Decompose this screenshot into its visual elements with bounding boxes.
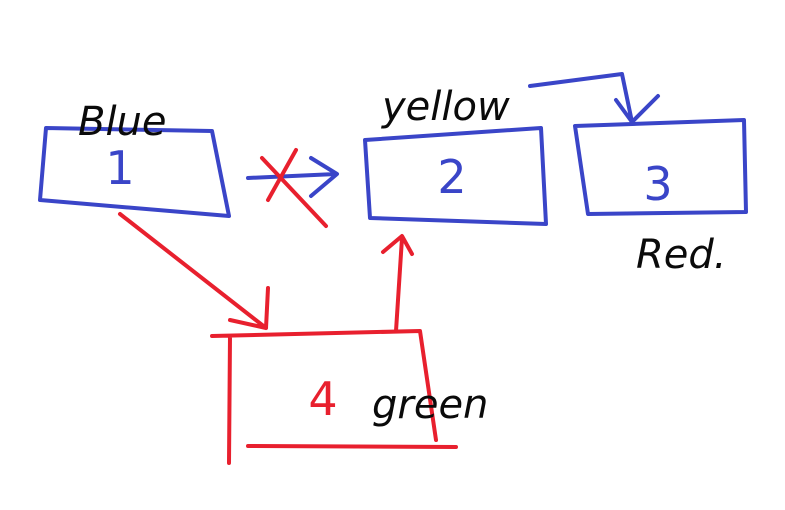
box-3 bbox=[573, 118, 748, 216]
arrow-4-to-2 bbox=[381, 234, 414, 333]
cross-mark bbox=[260, 148, 328, 228]
box-1 bbox=[38, 126, 231, 218]
box-4 bbox=[210, 329, 458, 465]
box-2 bbox=[363, 126, 548, 226]
box-2-label: yellow bbox=[381, 84, 510, 130]
box-2-number: 2 bbox=[437, 150, 466, 204]
box-3-number: 3 bbox=[643, 157, 672, 211]
crossed-arrow-1-to-2 bbox=[246, 148, 339, 228]
arrow-2-to-3 bbox=[528, 72, 660, 124]
box-4-label: green bbox=[372, 382, 488, 428]
box-1-label: Blue bbox=[78, 99, 167, 145]
box-4-number: 4 bbox=[308, 372, 337, 426]
box-1-number: 1 bbox=[105, 141, 134, 195]
box-3-label: Red. bbox=[636, 232, 727, 278]
arrow-1-to-4 bbox=[118, 212, 270, 330]
